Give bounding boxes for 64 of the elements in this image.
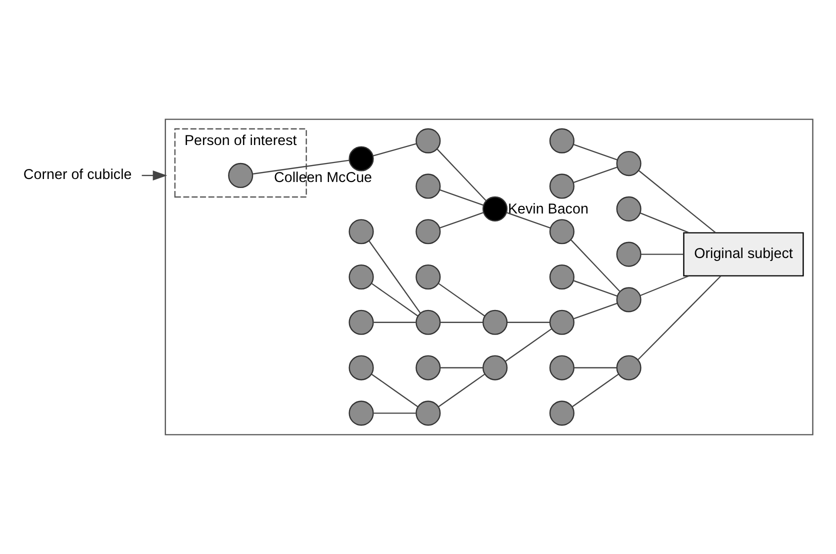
connector (440, 367, 483, 368)
connector (504, 328, 552, 362)
connector (572, 374, 619, 408)
connector (372, 143, 417, 156)
node-circle (348, 310, 374, 335)
node-circle (482, 310, 508, 335)
node-circle (416, 400, 441, 426)
node-circle (416, 355, 441, 380)
connector (574, 302, 618, 320)
connector (507, 322, 550, 323)
node-circle (549, 310, 574, 335)
node-circle (616, 355, 642, 380)
node-circle (616, 287, 642, 312)
node-circle (549, 174, 574, 199)
arrow (142, 170, 168, 180)
node-circle (482, 196, 508, 222)
node-circle (416, 174, 441, 199)
node-circle (348, 355, 374, 380)
connector (371, 374, 418, 408)
node-circle (228, 162, 254, 188)
connector (574, 166, 618, 184)
node-text: Corner of cubicle (23, 167, 132, 184)
node-circle (348, 264, 374, 290)
connector (440, 212, 484, 228)
node-circle (549, 264, 574, 290)
connector (574, 280, 618, 297)
node-circle (348, 400, 374, 426)
connector (570, 240, 620, 292)
connector (436, 148, 486, 201)
connector (640, 254, 684, 255)
node-circle (616, 150, 642, 176)
node-circle (616, 242, 642, 267)
connector (252, 160, 350, 175)
connector (440, 322, 483, 323)
connector (371, 282, 418, 316)
connector (374, 412, 416, 414)
connector (440, 189, 484, 206)
node-box: Original subject (683, 232, 804, 276)
node-circle (549, 219, 574, 244)
connector (506, 212, 550, 228)
node-label: Kevin Bacon (508, 202, 588, 218)
node-circle (549, 128, 574, 154)
node-circle (348, 219, 374, 244)
node-circle (482, 355, 508, 380)
node-circle (549, 355, 574, 380)
connector (368, 240, 421, 314)
connector (438, 374, 485, 408)
connector (640, 212, 689, 234)
node-circle (416, 128, 441, 154)
node-circle (616, 196, 642, 222)
node-circle (416, 219, 441, 244)
node-circle (416, 310, 441, 335)
cluster (164, 118, 814, 436)
node-circle (549, 400, 574, 426)
connector (438, 282, 485, 316)
connector (638, 170, 716, 234)
node-circle (416, 264, 441, 290)
connector (638, 276, 722, 360)
connector (574, 144, 618, 160)
connector (574, 367, 617, 368)
connector (374, 322, 416, 323)
node-label: Colleen McCue (274, 170, 372, 186)
node-circle (348, 146, 374, 172)
connector (640, 275, 689, 296)
